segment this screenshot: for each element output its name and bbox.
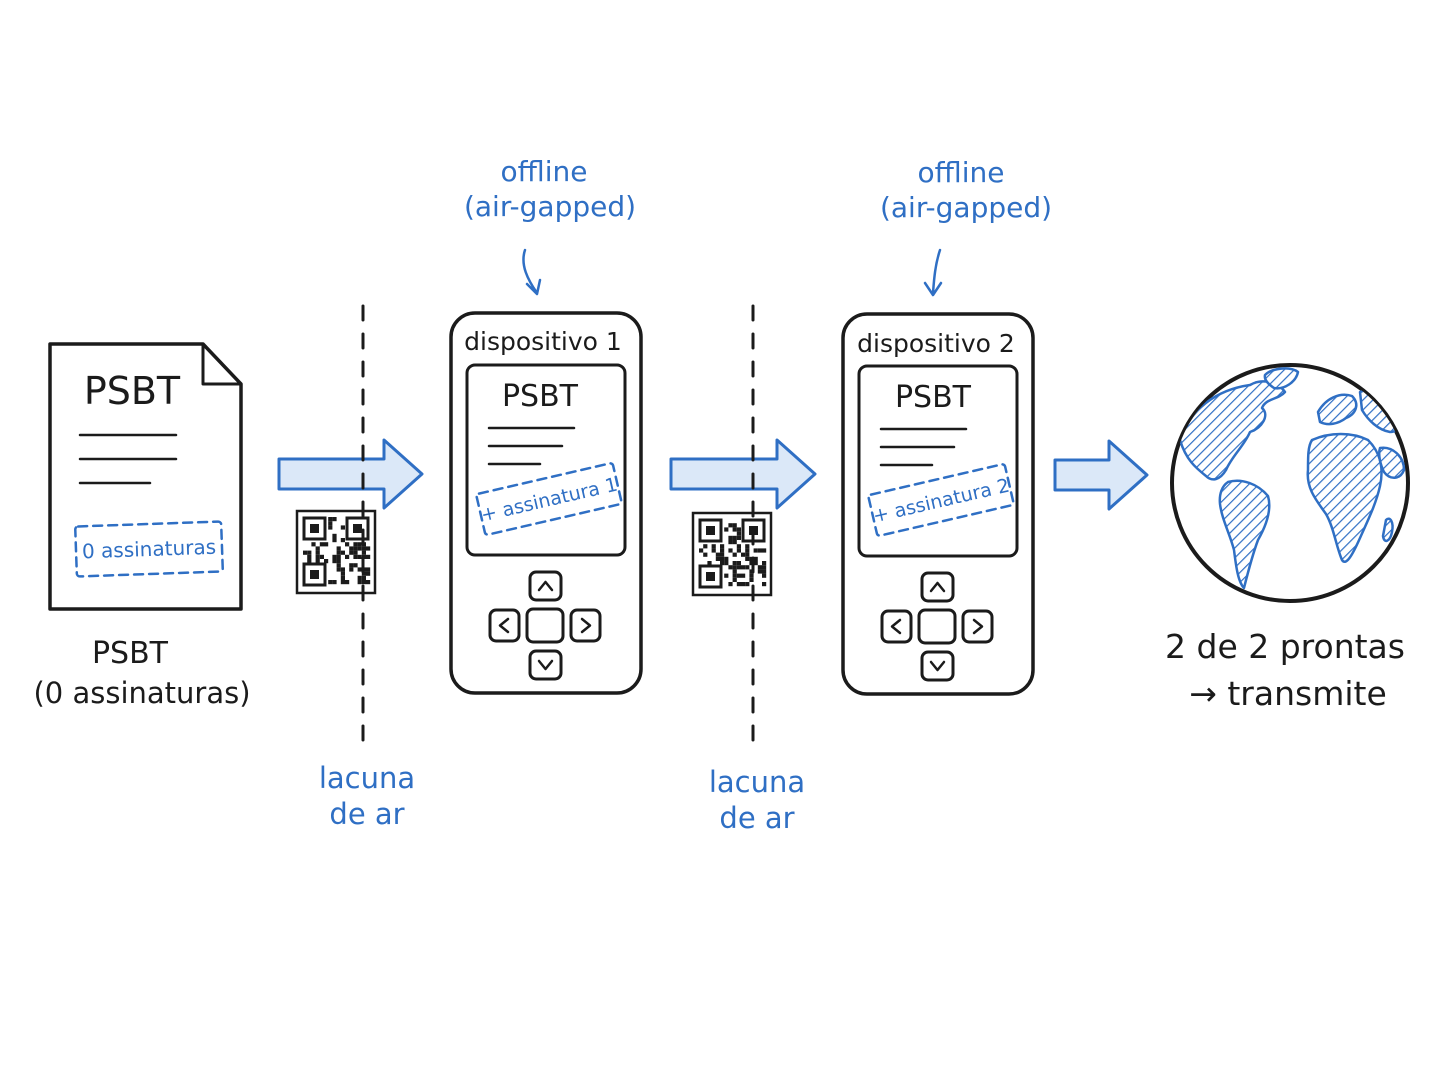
dpad-down-icon[interactable]: [920, 650, 955, 682]
air-gap-label: lacuna: [319, 761, 415, 795]
arrow-right-icon: [669, 438, 817, 510]
device-screen-title: PSBT: [502, 379, 579, 414]
hardware-wallet-icon: [449, 311, 643, 695]
dpad-up-icon[interactable]: [528, 570, 563, 602]
dpad-left-icon[interactable]: [880, 609, 913, 644]
document-title: PSBT: [84, 369, 181, 413]
document-caption-sub: (0 assinaturas): [33, 676, 250, 710]
document-caption: PSBT: [92, 636, 169, 671]
device-label: dispositivo 1: [464, 327, 622, 356]
result-status: 2 de 2 prontas: [1165, 627, 1405, 666]
offline-pointer-arrow: [923, 248, 943, 297]
device-label: dispositivo 2: [857, 329, 1015, 358]
dpad: [488, 570, 602, 681]
air-gap-label-sub: de ar: [719, 801, 794, 835]
dpad: [880, 571, 994, 682]
device-signature-stamp: + assinatura 1: [479, 474, 620, 527]
device-signature-stamp: + assinatura 2: [871, 475, 1012, 528]
qr-code-icon: [691, 511, 773, 597]
globe-icon: [1170, 363, 1410, 603]
dpad-right-icon[interactable]: [961, 609, 994, 644]
arrow-right-icon: [277, 438, 424, 510]
document-stamp: 0 assinaturas: [82, 535, 217, 564]
air-gap-label-sub: de ar: [329, 797, 404, 831]
hardware-wallet-icon: [841, 312, 1035, 696]
document-icon: [48, 342, 243, 611]
device-screen-title: PSBT: [895, 380, 972, 415]
offline-pointer-arrow: [522, 248, 542, 296]
offline-note: offline: [918, 156, 1005, 189]
result-action: → transmite: [1189, 674, 1387, 713]
offline-note-sub: (air-gapped): [880, 191, 1052, 224]
qr-code-icon: [295, 509, 377, 595]
arrow-right-icon: [1053, 439, 1149, 511]
dpad-left-icon[interactable]: [488, 608, 521, 643]
dpad-right-icon[interactable]: [569, 608, 602, 643]
air-gap-label: lacuna: [709, 765, 805, 799]
dpad-down-icon[interactable]: [528, 649, 563, 681]
offline-note-sub: (air-gapped): [464, 190, 636, 223]
dpad-up-icon[interactable]: [920, 571, 955, 603]
offline-note: offline: [501, 155, 588, 188]
